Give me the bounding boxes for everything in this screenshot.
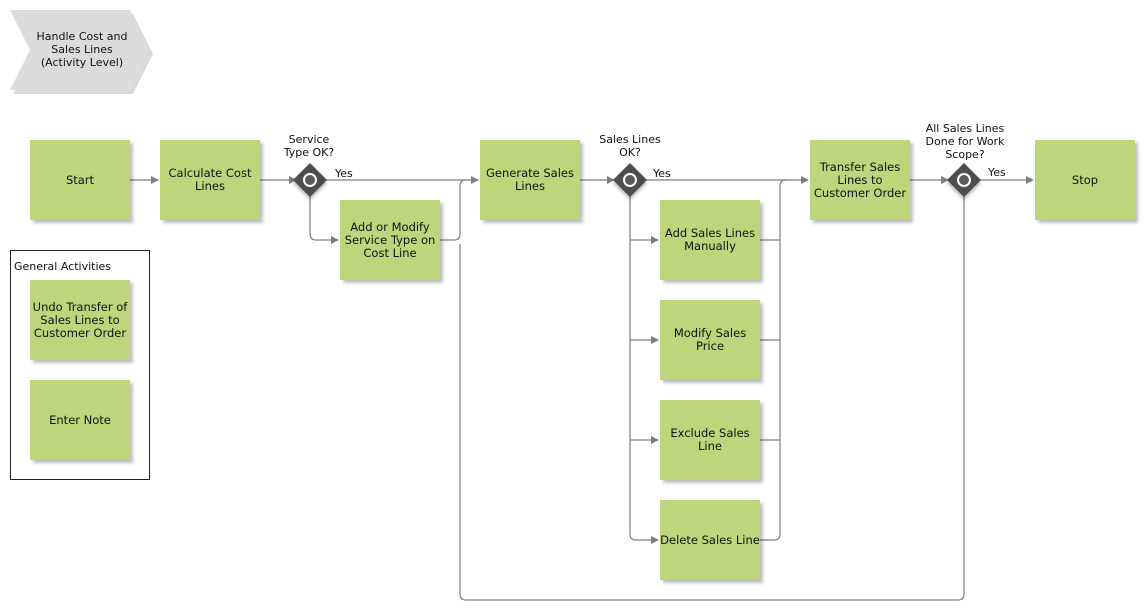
edge-gw1-addmodify <box>309 194 339 244</box>
activity-modify-sales-price[interactable]: Modify Sales Price <box>660 300 760 380</box>
edge-addmodify-generate <box>440 179 467 241</box>
yes-label-service-type: Yes <box>335 167 353 180</box>
gateway-circle-icon <box>954 170 974 190</box>
activity-undo-transfer[interactable]: Undo Transfer of Sales Lines to Customer… <box>30 280 130 360</box>
yes-label-all-done: Yes <box>988 166 1006 179</box>
activity-generate-sales-lines[interactable]: Generate Sales Lines <box>480 140 580 220</box>
edge-gw3-loop-back <box>459 194 965 601</box>
activity-add-sales-lines-manually[interactable]: Add Sales Lines Manually <box>660 200 760 280</box>
activity-exclude-sales-line[interactable]: Exclude Sales Line <box>660 400 760 480</box>
general-activities-title: General Activities <box>14 260 112 273</box>
stop-event[interactable]: Stop <box>1035 140 1135 220</box>
process-title-chevron <box>10 10 153 94</box>
activity-add-modify-service-type[interactable]: Add or Modify Service Type on Cost Line <box>340 200 440 280</box>
gateway-all-sales-lines-done-label: All Sales Lines Done for Work Scope? <box>925 122 1005 161</box>
gateway-circle-icon <box>300 170 320 190</box>
edge-delete-out <box>760 179 787 541</box>
process-title: Handle Cost and Sales Lines (Activity Le… <box>36 30 128 69</box>
activity-transfer-sales-lines[interactable]: Transfer Sales Lines to Customer Order <box>810 140 910 220</box>
edge-gw2-branch-trunk <box>629 194 659 544</box>
activity-enter-note[interactable]: Enter Note <box>30 380 130 460</box>
start-event[interactable]: Start <box>30 140 130 220</box>
gateway-service-type-ok-label: Service Type OK? <box>283 133 335 159</box>
gateway-sales-lines-ok-label: Sales Lines OK? <box>599 133 661 159</box>
activity-calculate-cost-lines[interactable]: Calculate Cost Lines <box>160 140 260 220</box>
activity-delete-sales-line[interactable]: Delete Sales Line <box>660 500 760 580</box>
yes-label-sales-lines: Yes <box>653 167 671 180</box>
gateway-circle-icon <box>620 170 640 190</box>
